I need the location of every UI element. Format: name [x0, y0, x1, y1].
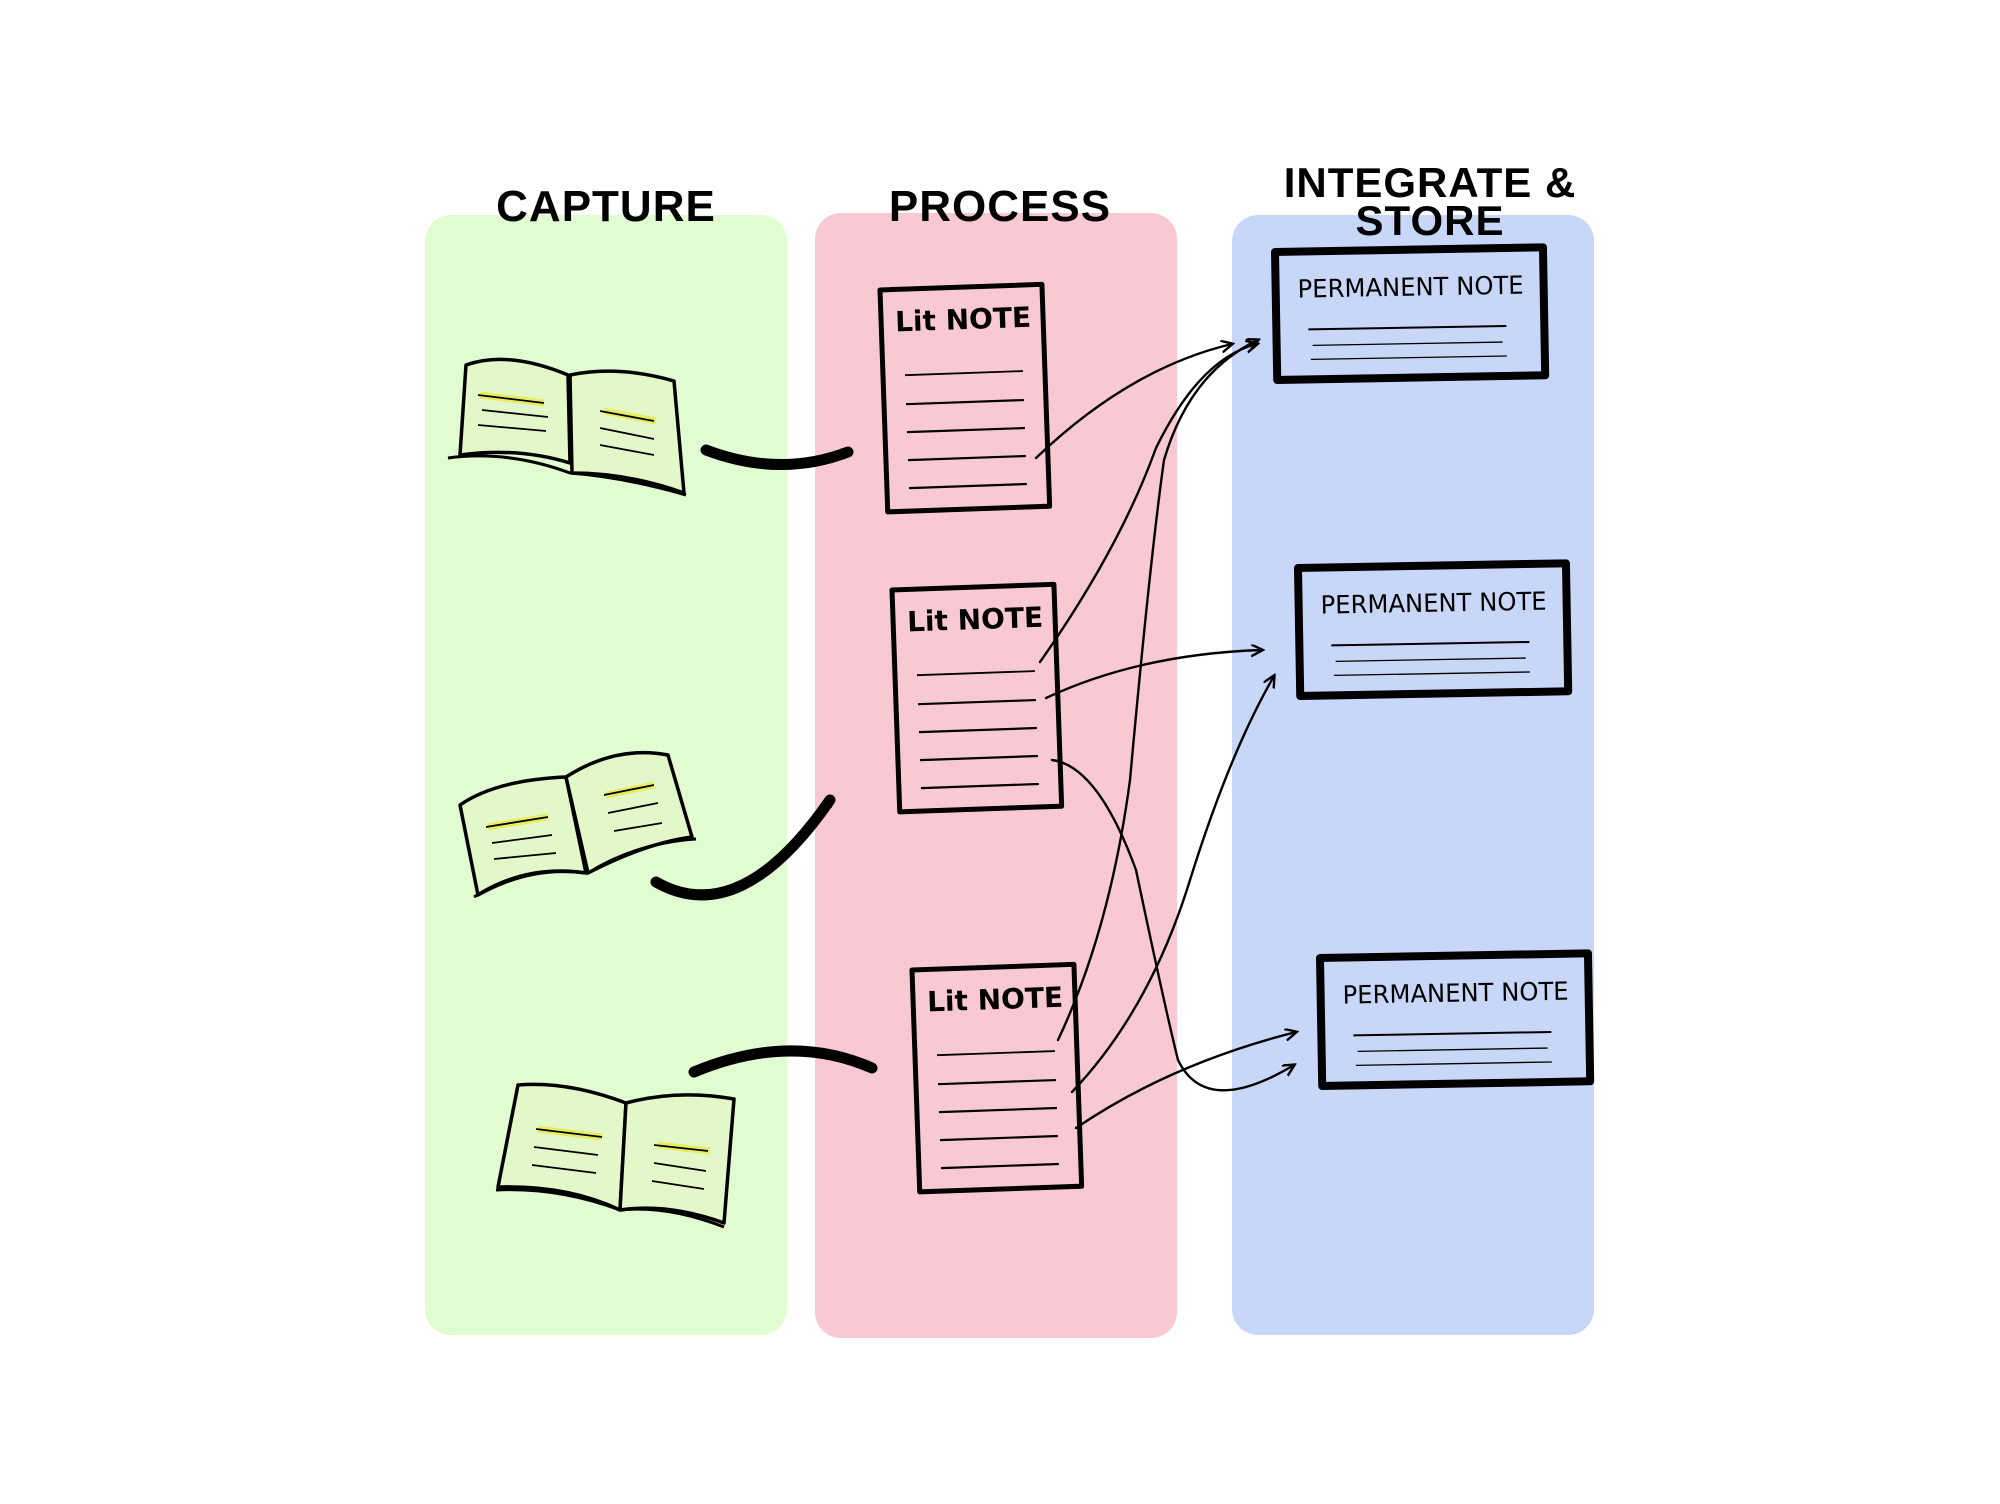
literature-note: Lit NOTE [909, 961, 1085, 1195]
literature-note: Lit NOTE [877, 281, 1053, 515]
process-to-store-arrow [1056, 340, 1258, 1042]
permanent-note-label: PERMANENT NOTE [1342, 977, 1568, 1010]
process-to-store-arrow [1050, 758, 1294, 1092]
capture-to-process-arrow [688, 1045, 878, 1078]
capture-to-process-arrow [700, 444, 854, 470]
book-icon [495, 1082, 736, 1229]
literature-note: Lit NOTE [889, 581, 1065, 815]
book-icon [458, 750, 697, 899]
literature-note-label: Lit NOTE [927, 981, 1064, 1019]
permanent-note: PERMANENT NOTE [1271, 243, 1550, 384]
integrate-store-column-title: INTEGRATE & STORE [1283, 159, 1577, 244]
process-column-title: PROCESS [888, 182, 1112, 231]
literature-note-label: Lit NOTE [895, 301, 1032, 339]
literature-note-label: Lit NOTE [907, 601, 1044, 639]
process-to-store-arrow [1034, 344, 1232, 460]
book-icon [447, 357, 687, 497]
permanent-note-label: PERMANENT NOTE [1297, 271, 1523, 304]
process-to-store-arrow [1038, 344, 1257, 664]
permanent-note-label: PERMANENT NOTE [1320, 587, 1546, 620]
process-to-store-arrow [1074, 1032, 1296, 1130]
permanent-note: PERMANENT NOTE [1294, 559, 1573, 700]
process-to-store-arrow [1070, 676, 1274, 1094]
capture-column-title: CAPTURE [496, 182, 716, 231]
process-to-store-arrow [1044, 650, 1262, 700]
capture-to-process-arrow [650, 794, 836, 901]
permanent-note: PERMANENT NOTE [1316, 949, 1595, 1090]
